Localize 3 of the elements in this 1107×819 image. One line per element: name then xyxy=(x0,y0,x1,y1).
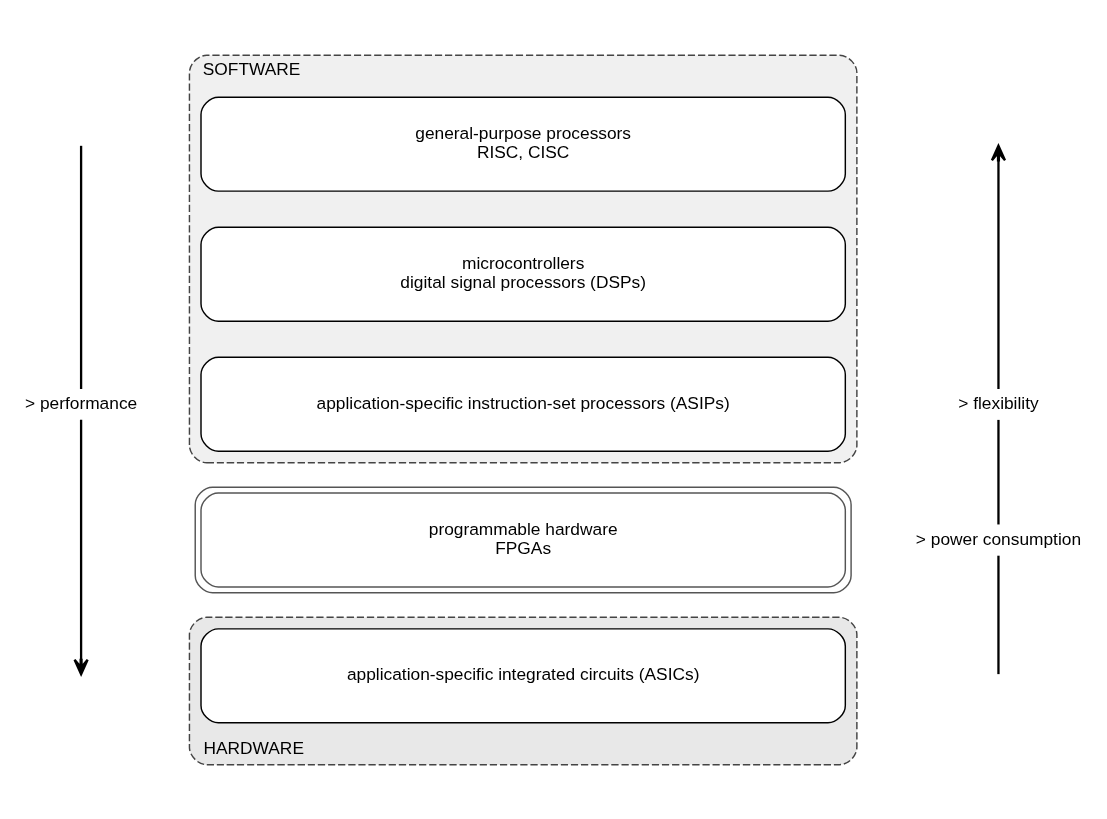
label: > performance xyxy=(24,392,138,413)
label: > power consumption xyxy=(915,528,1082,548)
label: > flexibility xyxy=(958,392,1039,413)
